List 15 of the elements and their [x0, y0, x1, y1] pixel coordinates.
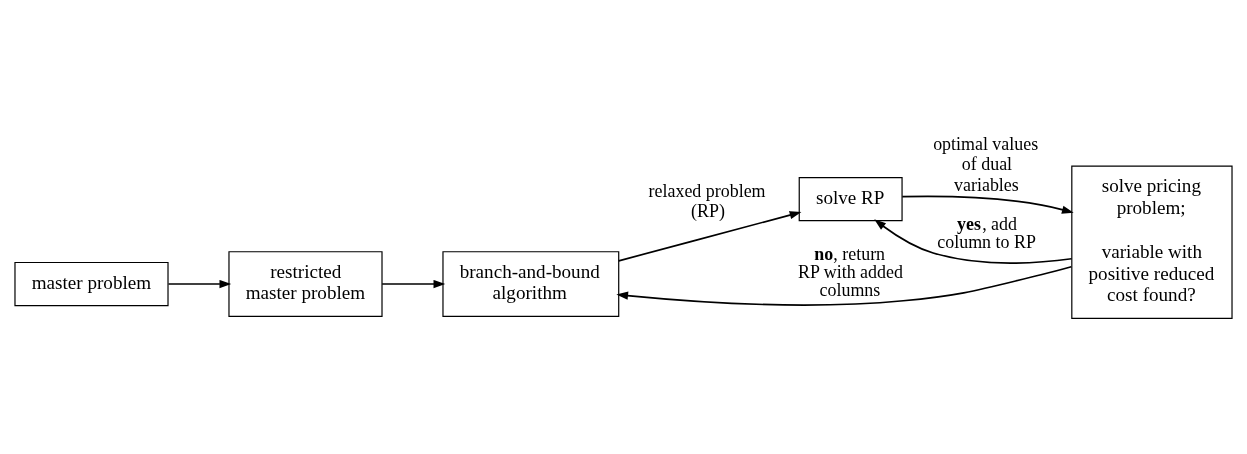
node-box: solve RP	[798, 177, 903, 222]
edge-label: yes, add column to RP	[937, 214, 1036, 253]
arrow	[617, 211, 802, 262]
edge-label: no, return RP with added columns	[798, 244, 903, 300]
node-box: solve pricing problem; variable with positive reduced cost found?	[1071, 165, 1233, 319]
arrow	[616, 265, 1073, 306]
arrow	[381, 279, 446, 289]
node-box: master problem	[14, 261, 169, 307]
arrow	[901, 195, 1074, 214]
arrow	[874, 219, 1073, 264]
node-box: branch-and-bound algorithm	[442, 251, 620, 317]
edge-label: relaxed problem (RP)	[648, 180, 766, 222]
arrow	[167, 279, 232, 289]
node-box: restricted master problem	[228, 251, 383, 317]
edge-label: optimal values of dual variables	[933, 134, 1039, 195]
